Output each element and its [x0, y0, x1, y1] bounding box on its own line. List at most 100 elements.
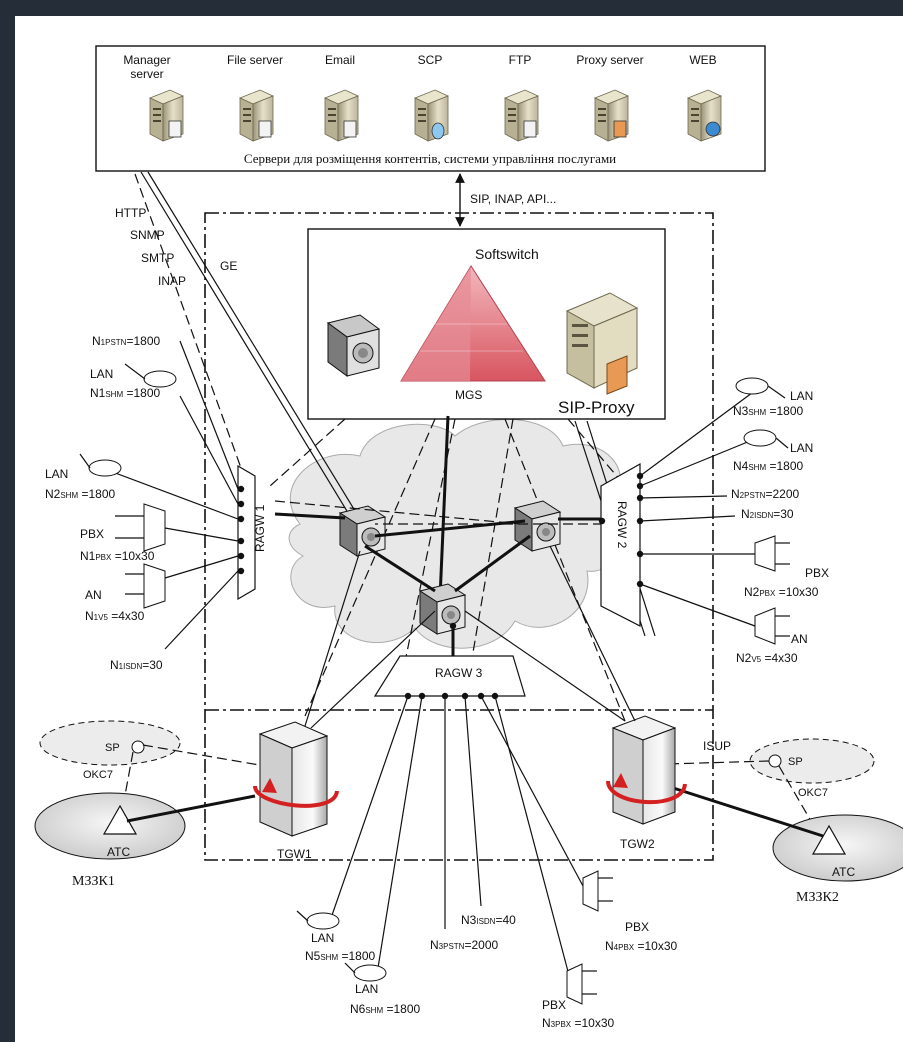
- lan-n1-icon: [143, 370, 177, 388]
- ragw1-port-2: [237, 500, 245, 508]
- protocol-http: HTTP: [115, 206, 146, 220]
- server-file-icon: [238, 89, 275, 142]
- ragw1-pbx-text: N1PBX =10x30: [80, 549, 155, 563]
- protocol-smtp: SMTP: [141, 251, 174, 265]
- right-atc-label: ATC: [832, 865, 855, 879]
- ragw2-isdn-text: N2ISDN=30: [741, 507, 794, 521]
- core-switch-1-icon: [338, 505, 387, 557]
- ragw2-lan3-label: LAN: [790, 389, 813, 403]
- atc-right-triangle-icon: [811, 824, 847, 855]
- ragw2-an-label: AN: [791, 632, 808, 646]
- sip-label: SIP, INAP, API...: [470, 192, 556, 206]
- ragw1-isdn-text: N1ISDN=30: [110, 658, 163, 672]
- right-sp-link: [666, 760, 770, 765]
- ragw1-pbx-label: PBX: [80, 527, 104, 541]
- mgs-pyramid-icon: [400, 265, 546, 382]
- ragw3-port-7: [449, 622, 457, 630]
- core-switch-2-icon: [513, 500, 562, 552]
- core-switch-3-icon: [418, 583, 467, 635]
- tgw1-label: TGW1: [277, 847, 312, 861]
- pbx-n4-icon: [582, 870, 599, 912]
- link-ragw1-sw1: [274, 512, 346, 520]
- servers-caption: Сервери для розміщення контентів, систем…: [244, 151, 616, 166]
- pbx-n1-icon: [143, 503, 166, 552]
- ragw3-pbx3-text: N3PBX =10x30: [542, 1016, 615, 1030]
- server-proxy-icon: [593, 89, 630, 142]
- server-label-manager-1: server: [130, 67, 163, 81]
- ragw2-port-4: [636, 517, 644, 525]
- ragw3-port-3: [441, 692, 449, 700]
- server-database-icon: [413, 89, 450, 142]
- an-n2-icon: [754, 607, 776, 645]
- ragw3-isdn-text: N3ISDN=40: [461, 913, 516, 927]
- ragw2-link-isdn: [639, 515, 736, 522]
- protocol-inap: INAP: [158, 274, 186, 288]
- server-monitor-icon: [148, 89, 185, 142]
- left-okc7-label: OKC7: [83, 769, 113, 781]
- ragw2-lan4-label: LAN: [790, 441, 813, 455]
- ragw3-link-lan5: [329, 695, 409, 922]
- ragw1-port-5: [237, 552, 245, 560]
- ragw2-port-7: [598, 517, 606, 525]
- link-tgw1-sw3: [310, 610, 436, 729]
- ragw1-link-pstn: [179, 340, 239, 490]
- ragw1-port-3: [237, 515, 245, 523]
- server-globe-icon: [686, 89, 723, 142]
- link-sw1-sw2: [374, 519, 526, 538]
- ragw1-link-isdn: [164, 570, 239, 650]
- link-sw2-sw3: [454, 534, 531, 593]
- ragw1-an-text: N1V5 =4x30: [85, 609, 145, 623]
- left-atc-label: ATC: [107, 845, 130, 859]
- ragw2-pbx-text: N2PBX =10x30: [744, 585, 819, 599]
- lan-n5-icon: [306, 912, 340, 930]
- lan-n2-icon: [88, 459, 122, 477]
- ragw1-lan2-text: N2SHM =1800: [45, 487, 115, 501]
- server-mail-icon: [323, 89, 360, 142]
- ragw1-port-6: [237, 567, 245, 575]
- control-link-tgw2: [504, 418, 628, 727]
- ragw3-lan6-label: LAN: [355, 982, 378, 996]
- ragw2-an-text: N2V5 =4x30: [736, 651, 798, 665]
- tgw2-label: TGW2: [620, 837, 655, 851]
- ragw2-lan3-text: N3SHM =1800: [733, 404, 803, 418]
- tgw1-icon: [253, 721, 339, 837]
- server-label-email: Email: [325, 53, 355, 67]
- link-tgw2-sw2: [549, 545, 636, 722]
- server-label-scp: SCP: [418, 53, 443, 67]
- server-document-icon: [503, 89, 540, 142]
- server-label-ftp: FTP: [509, 53, 532, 67]
- lan-n6-icon: [353, 964, 387, 982]
- link-atc-tgw1: [126, 794, 256, 823]
- mgs-label: MGS: [455, 388, 482, 402]
- left-sp-node: [131, 740, 145, 754]
- ragw1-link-lan1: [179, 395, 239, 505]
- server-label-proxy: Proxy server: [576, 53, 643, 67]
- dashed-ragw1-sw2: [274, 500, 521, 525]
- protocol-snmp: SNMP: [130, 228, 165, 242]
- ragw2-pstn-text: N2PSTN=2200: [731, 487, 799, 501]
- tgw2-icon: [606, 715, 687, 825]
- ragw2-port-5: [636, 550, 644, 558]
- ragw1-an-label: AN: [85, 588, 102, 602]
- signaling-cloud-left: [39, 720, 181, 766]
- ragw3-pbx4-label: PBX: [625, 920, 649, 934]
- ragw1-pstn-text: N1PSTN=1800: [92, 334, 160, 348]
- lan-n3-tail: [767, 385, 786, 399]
- right-sp-label: SP: [788, 756, 803, 768]
- ragw2-port-6: [636, 580, 644, 588]
- ragw2-pbx-label: PBX: [805, 566, 829, 580]
- ragw2-link-pstn: [639, 495, 728, 499]
- ragw2-link-an: [639, 583, 756, 627]
- ragw1-ports: [237, 485, 245, 575]
- lan-n4-tail: [775, 437, 789, 449]
- right-okc7-label: OKC7: [798, 787, 828, 799]
- ragw3-pstn-text: N3PSTN=2000: [430, 938, 498, 952]
- pbx-n3-icon: [566, 963, 583, 1005]
- softswitch-title: Softswitch: [475, 246, 539, 262]
- ragw1-lan1-label: LAN: [90, 367, 113, 381]
- core-switches: [338, 500, 562, 635]
- left-sp-link: [142, 744, 266, 767]
